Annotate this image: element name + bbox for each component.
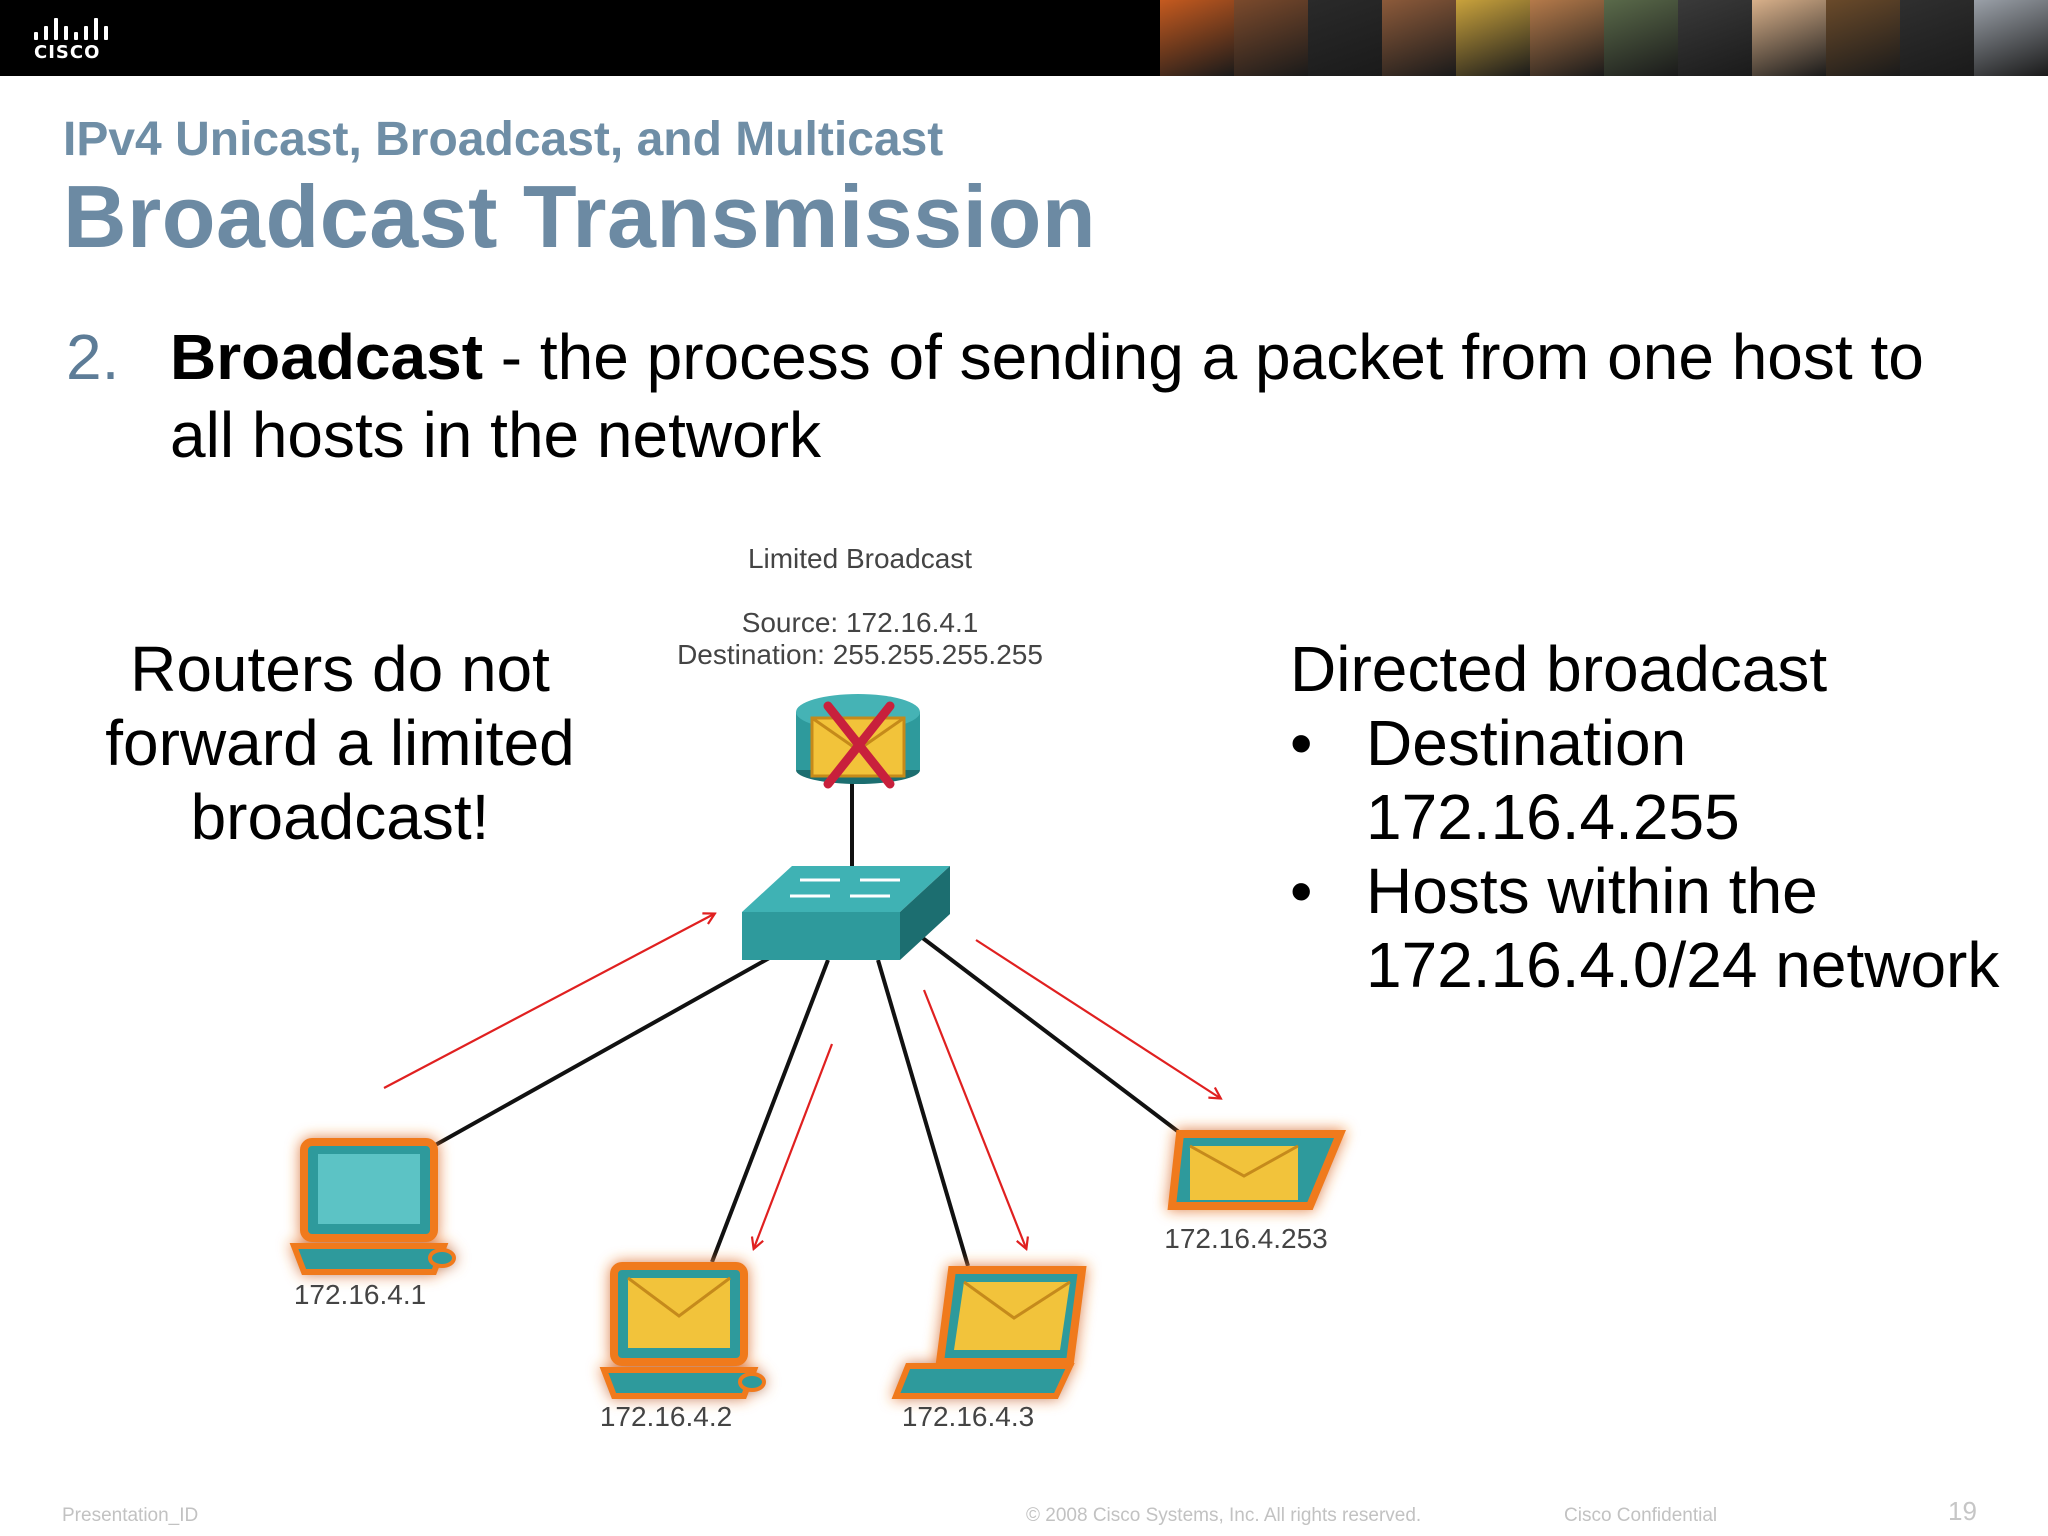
footer-confidential: Cisco Confidential: [1564, 1505, 1718, 1526]
link-switch-host3: [876, 959, 970, 1267]
network-links: [429, 780, 1194, 1267]
directed-broadcast-block: Directed broadcast • Destination 172.16.…: [1290, 632, 2030, 1002]
broadcast-arrows: [383, 914, 1220, 1248]
link-switch-host4: [918, 934, 1194, 1144]
left-note: Routers do not forward a limited broadca…: [105, 633, 575, 853]
photo-tile: [1382, 0, 1456, 76]
point-term: Broadcast: [170, 321, 483, 393]
arrow-switch-to-host4: [975, 939, 1220, 1098]
host-label-4: 172.16.4.253: [1164, 1223, 1328, 1254]
cisco-logo-bars-icon: [32, 18, 112, 40]
host-pc-1: [289, 1138, 456, 1275]
top-banner: CISCO: [0, 0, 2048, 76]
bullet-dot: •: [1290, 707, 1313, 779]
diagram-label-destination: Destination: 255.255.255.255: [677, 639, 1043, 670]
photo-tile: [1234, 0, 1308, 76]
photo-tile: [1456, 0, 1530, 76]
host-label-1: 172.16.4.1: [294, 1279, 426, 1310]
photo-tile: [1308, 0, 1382, 76]
arrow-switch-to-host2: [754, 1043, 834, 1248]
cisco-logo-text: CISCO: [34, 42, 101, 63]
diagram-label-title: Limited Broadcast: [748, 543, 972, 574]
diagram-label-source: Source: 172.16.4.1: [742, 607, 979, 638]
photo-tile: [1678, 0, 1752, 76]
switch-icon: [742, 866, 950, 960]
router-icon: [796, 694, 920, 789]
point-body: Broadcast - the process of sending a pac…: [170, 318, 2000, 474]
point-definition: - the process of sending a packet from o…: [170, 321, 1924, 471]
directed-broadcast-heading: Directed broadcast: [1290, 633, 1828, 705]
link-switch-host1: [429, 950, 781, 1150]
host-laptop-3: [891, 1266, 1087, 1399]
page-number: 19: [1948, 1496, 1977, 1526]
host-label-2: 172.16.4.2: [600, 1401, 732, 1432]
host-device-4: [1167, 1130, 1346, 1210]
footer-copyright: © 2008 Cisco Systems, Inc. All rights re…: [1026, 1505, 1422, 1526]
host-label-3: 172.16.4.3: [902, 1401, 1034, 1432]
bullet-hosts: • Hosts within the 172.16.4.0/24 network: [1290, 854, 2030, 1002]
photo-tile: [1752, 0, 1826, 76]
bullet-text: Destination 172.16.4.255: [1366, 707, 1740, 853]
blocked-x-icon: [823, 701, 895, 789]
photo-tile: [1974, 0, 2048, 76]
point-number: 2.: [66, 321, 120, 393]
photo-tile: [1530, 0, 1604, 76]
arrow-switch-to-host3: [922, 989, 1026, 1248]
photo-tile: [1900, 0, 1974, 76]
host-pc-2: [599, 1262, 766, 1399]
bullet-destination: • Destination 172.16.4.255: [1290, 706, 2030, 854]
photo-tile: [1826, 0, 1900, 76]
slide-title: Broadcast Transmission: [63, 167, 1097, 266]
photo-strip: [1160, 0, 2048, 76]
link-switch-host2: [710, 959, 830, 1263]
cisco-logo: CISCO: [28, 12, 118, 64]
slide-subtitle: IPv4 Unicast, Broadcast, and Multicast: [63, 113, 944, 166]
photo-tile: [1604, 0, 1678, 76]
arrow-host1-to-switch: [383, 914, 714, 1089]
bullet-dot: •: [1290, 855, 1313, 927]
footer-presentation-id: Presentation_ID: [62, 1505, 199, 1526]
bullet-text: Hosts within the 172.16.4.0/24 network: [1366, 855, 2000, 1001]
photo-tile: [1160, 0, 1234, 76]
